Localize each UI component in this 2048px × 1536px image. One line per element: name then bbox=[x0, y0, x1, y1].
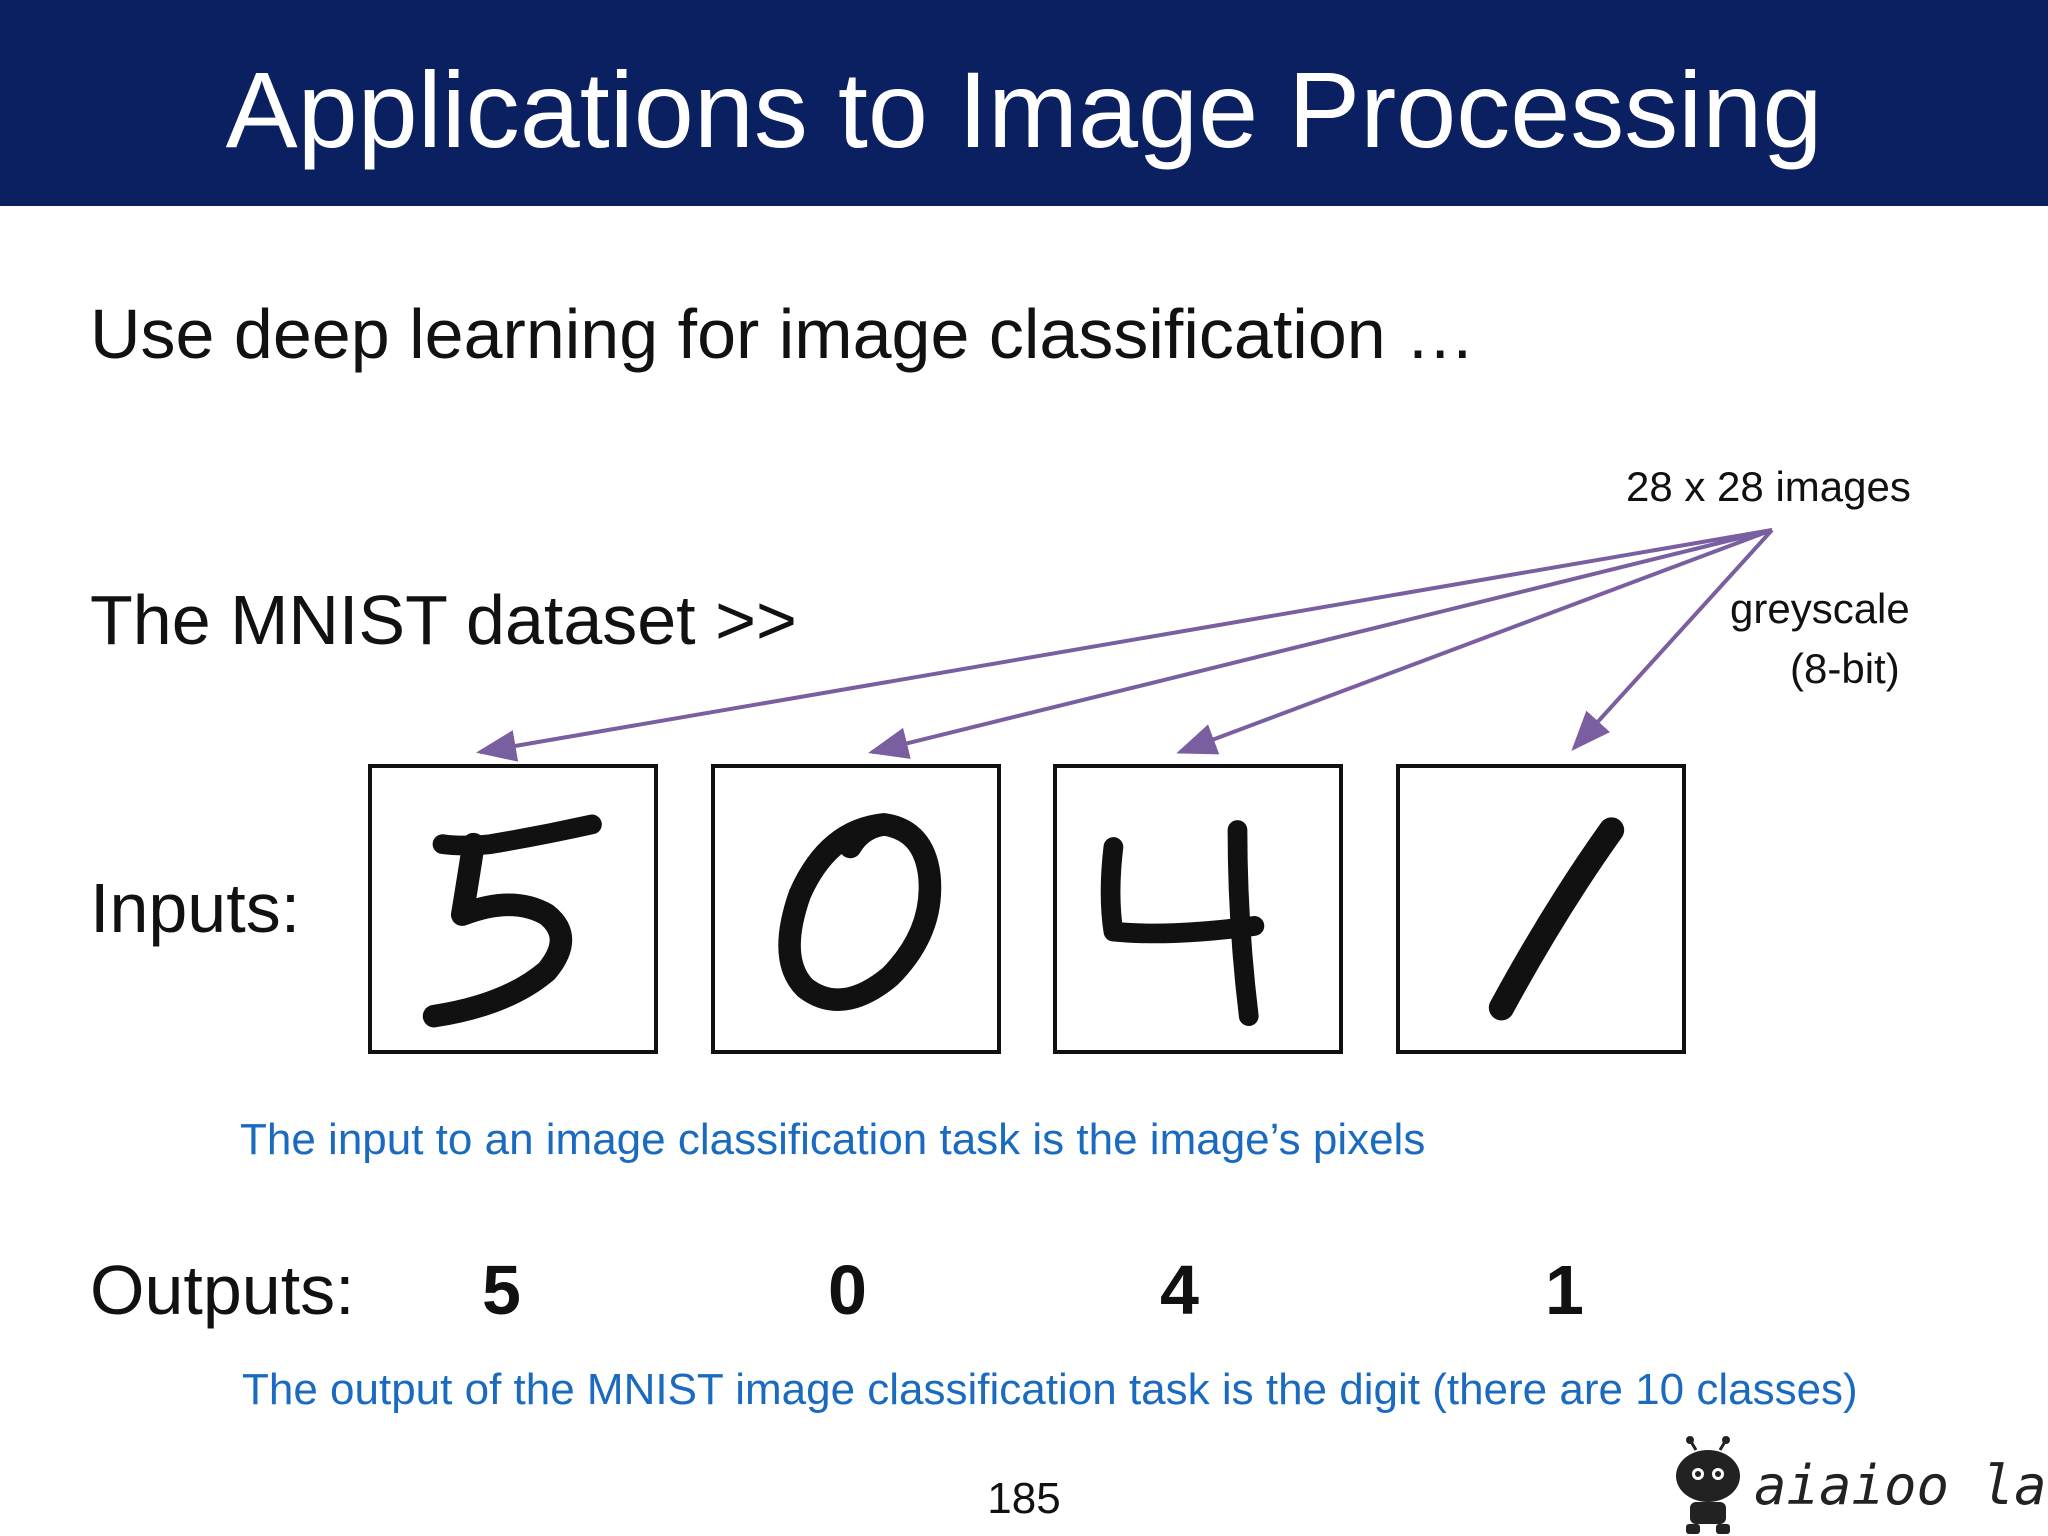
slide-title: Applications to Image Processing bbox=[225, 49, 1823, 170]
output-digit-5: 5 bbox=[482, 1251, 521, 1329]
page-number: 185 bbox=[987, 1474, 1061, 1523]
arrow-to-digit-1 bbox=[1571, 528, 1774, 751]
logo-text: aiaioo labs bbox=[1754, 1454, 2048, 1517]
output-caption: The output of the MNIST image classifica… bbox=[242, 1365, 1858, 1414]
output-digit-0: 0 bbox=[828, 1251, 867, 1329]
dataset-label: The MNIST dataset >> bbox=[90, 581, 797, 659]
company-logo: aiaioo labs bbox=[1668, 1436, 2048, 1536]
robot-mascot-icon bbox=[1676, 1436, 1740, 1534]
digit-image-4 bbox=[1053, 764, 1343, 1054]
slide-subtitle: Use deep learning for image classificati… bbox=[90, 295, 1476, 373]
digit-image-0 bbox=[711, 764, 1001, 1054]
output-digit-4: 4 bbox=[1160, 1251, 1199, 1329]
greyscale-label: greyscale bbox=[1730, 585, 1910, 632]
arrow-to-digit-5 bbox=[476, 528, 1773, 762]
image-size-label: 28 x 28 images bbox=[1626, 463, 1911, 510]
inputs-label: Inputs: bbox=[90, 869, 301, 947]
digit-image-1 bbox=[1396, 764, 1686, 1054]
arrow-to-digit-4 bbox=[1176, 528, 1773, 755]
bit-depth-label: (8-bit) bbox=[1790, 645, 1900, 692]
digit-image-5 bbox=[368, 764, 658, 1054]
title-bar: Applications to Image Processing bbox=[0, 0, 2048, 206]
arrow-to-digit-0 bbox=[868, 528, 1773, 759]
output-digit-1: 1 bbox=[1545, 1251, 1584, 1329]
outputs-label: Outputs: bbox=[90, 1251, 355, 1329]
input-caption: The input to an image classification tas… bbox=[240, 1115, 1426, 1164]
